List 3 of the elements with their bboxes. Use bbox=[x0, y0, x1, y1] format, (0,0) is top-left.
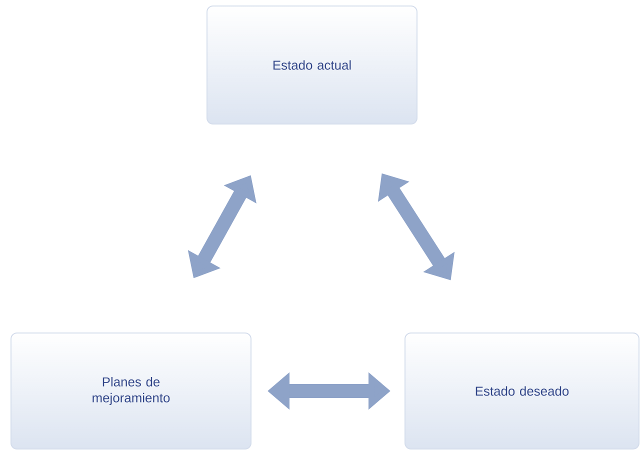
process-box: Estado deseado bbox=[404, 332, 640, 450]
process-box: Estado actual bbox=[206, 6, 418, 124]
process-box: Planes de mejoramiento bbox=[10, 332, 252, 450]
